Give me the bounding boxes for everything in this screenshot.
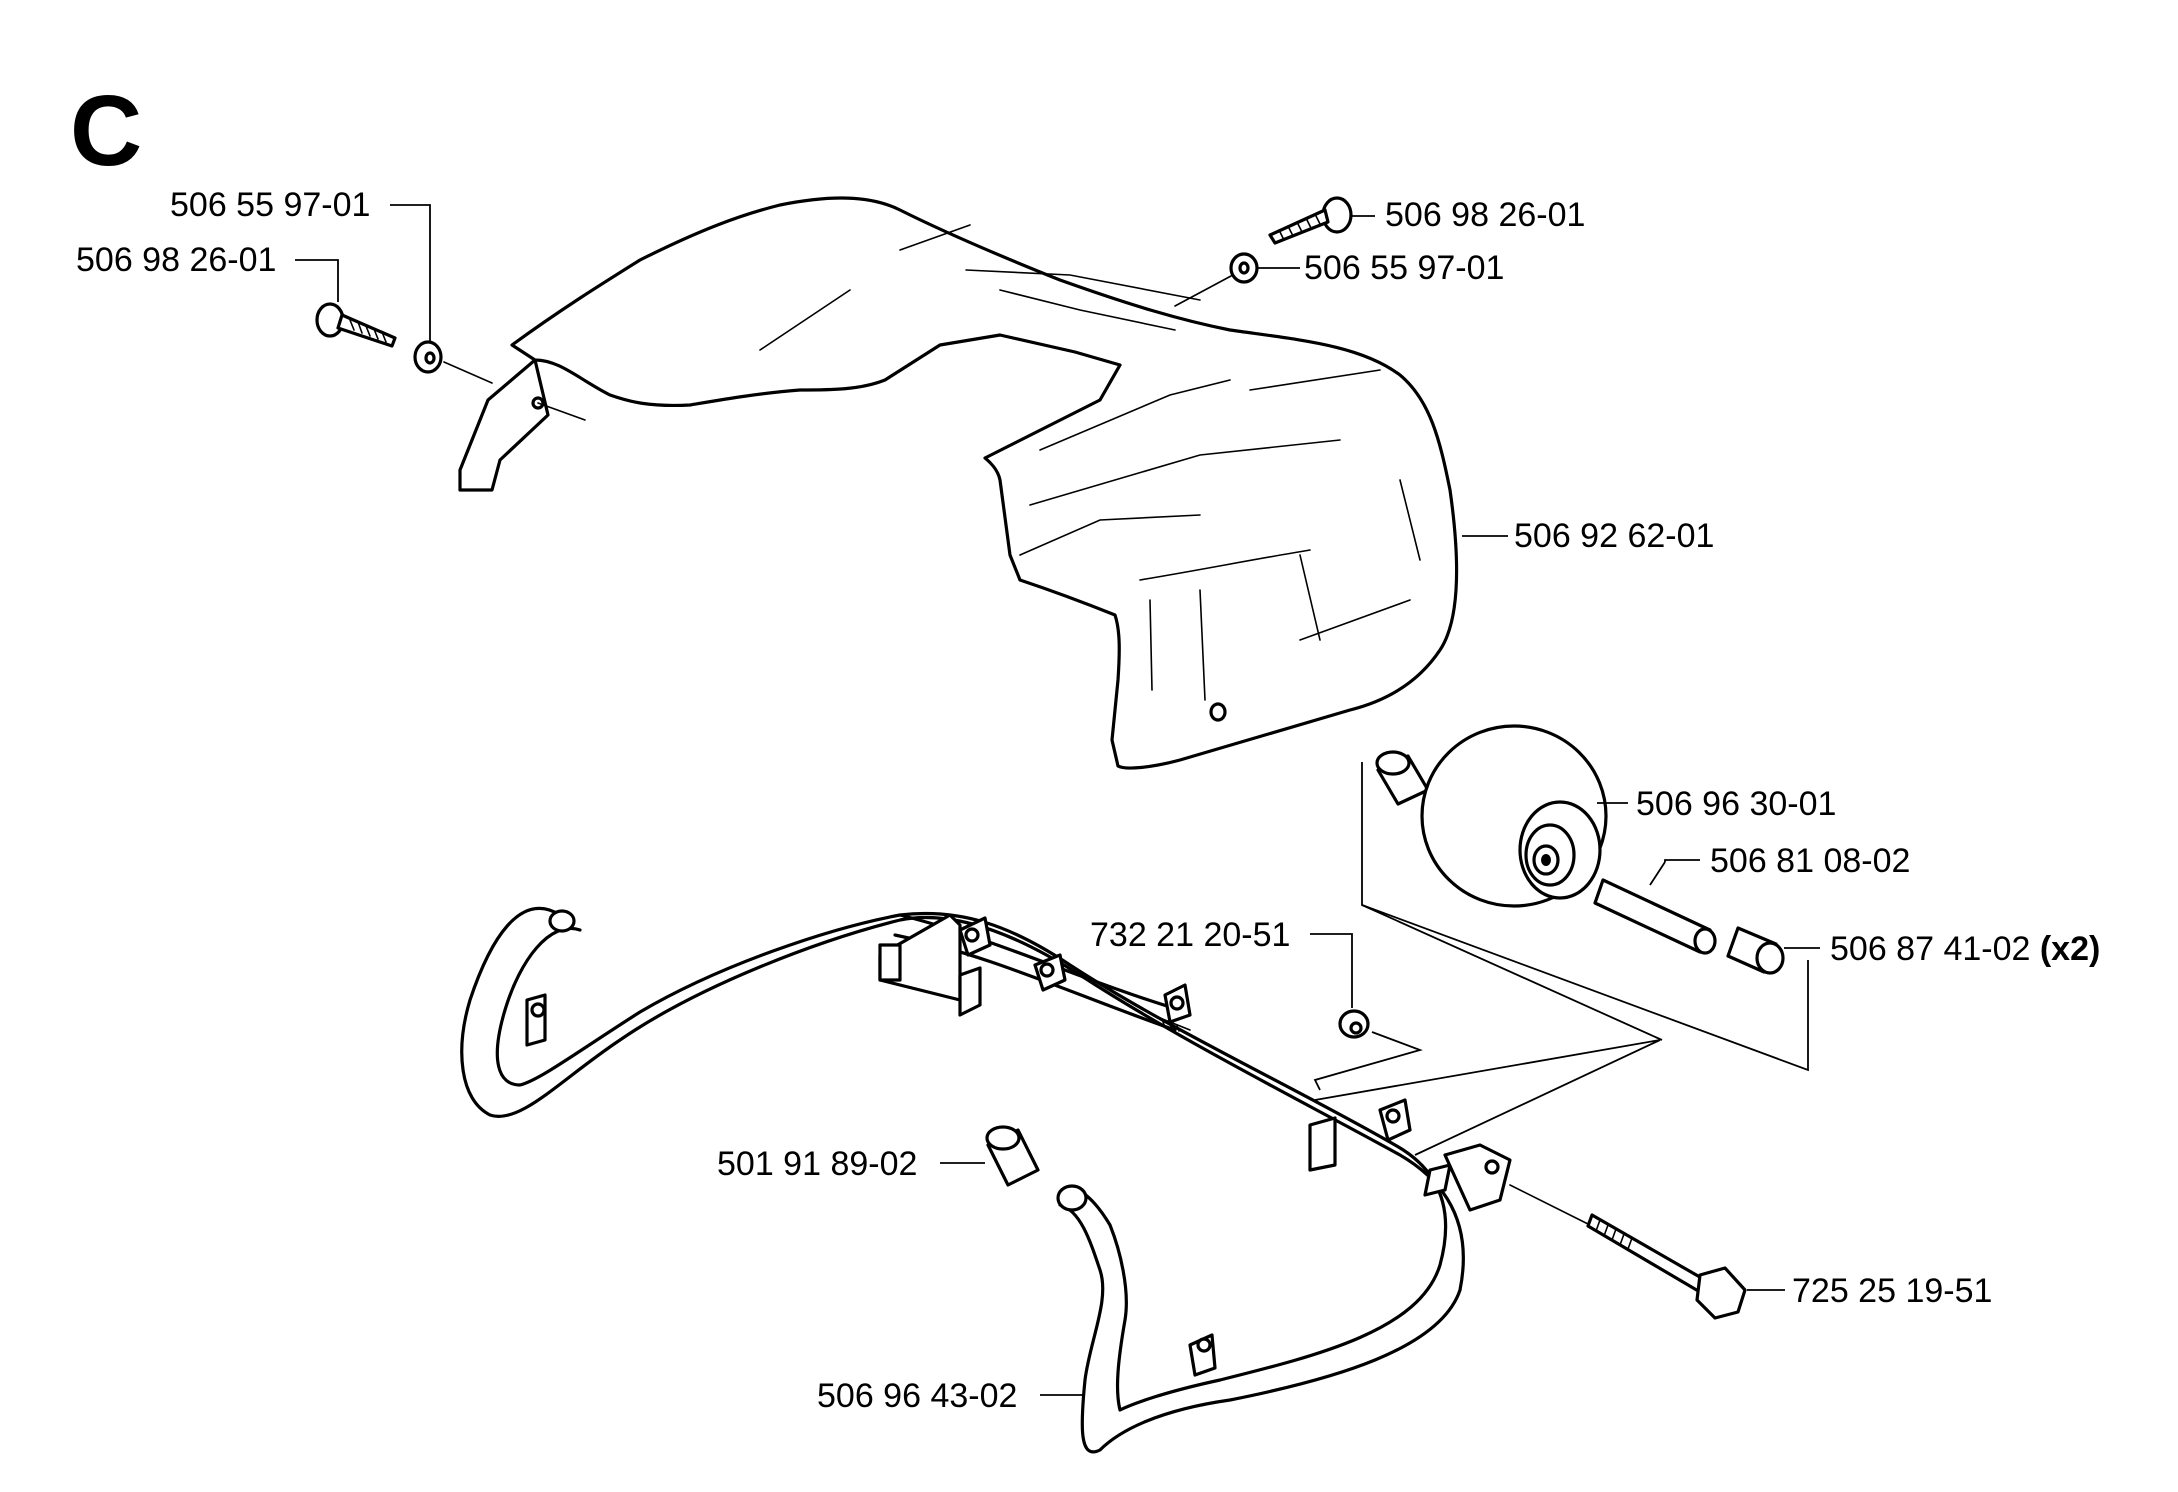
label-screw-right: 506 98 26-01 xyxy=(1385,196,1585,234)
label-cover: 506 92 62-01 xyxy=(1514,517,1714,555)
label-washer-right: 506 55 97-01 xyxy=(1304,249,1504,287)
label-washer-left: 506 55 97-01 xyxy=(170,186,370,224)
screw-right-part xyxy=(1268,196,1353,245)
wheel-part xyxy=(1420,724,1608,908)
bolt-part xyxy=(1509,1184,1747,1320)
spacer-part xyxy=(985,1125,1040,1187)
label-frame: 506 96 43-02 xyxy=(817,1377,1017,1415)
axle-part xyxy=(1593,878,1717,955)
cover-part xyxy=(458,196,1459,770)
bushing-top-part xyxy=(1375,750,1430,806)
label-bushing: 506 87 41-02 (x2) xyxy=(1830,930,2100,968)
label-spacer: 501 91 89-02 xyxy=(717,1145,917,1183)
section-letter: C xyxy=(70,75,142,187)
washer-right-part xyxy=(1229,252,1259,284)
frame-part xyxy=(460,906,1512,1454)
label-wheel: 506 96 30-01 xyxy=(1636,785,1836,823)
label-nut: 732 21 20-51 xyxy=(1090,916,1290,954)
screw-left-part xyxy=(315,302,397,348)
washer-left-part xyxy=(413,340,443,374)
label-bushing-qty: (x2) xyxy=(2040,930,2100,968)
nut-part xyxy=(1338,1009,1370,1039)
bushing-right-part xyxy=(1726,926,1785,975)
label-bolt: 725 25 19-51 xyxy=(1792,1272,1992,1310)
label-axle: 506 81 08-02 xyxy=(1710,842,1910,880)
label-screw-left: 506 98 26-01 xyxy=(76,241,276,279)
label-bushing-number: 506 87 41-02 xyxy=(1830,930,2030,968)
